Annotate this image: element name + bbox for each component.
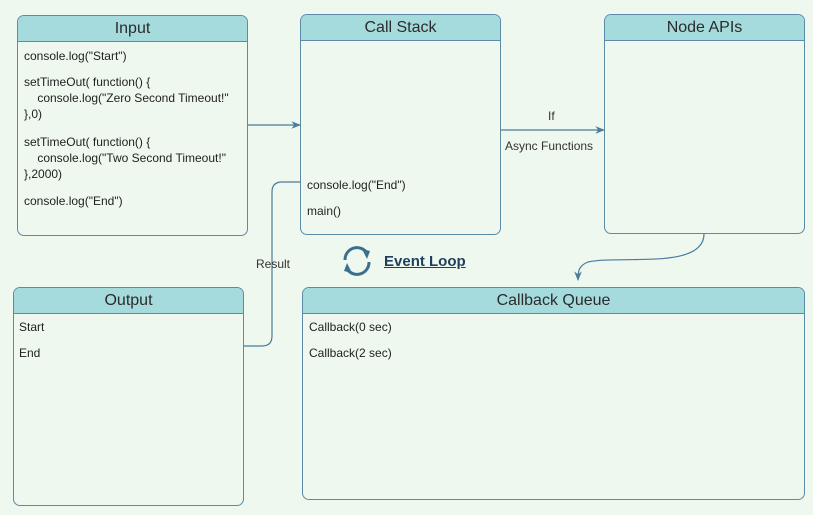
event-loop: Event Loop (338, 243, 466, 279)
output-line: End (19, 346, 41, 360)
call-stack-box: Call Stack console.log("End") main() (300, 14, 501, 235)
call-stack-title: Call Stack (301, 15, 500, 41)
if-label: If (548, 109, 555, 123)
input-line: console.log("Zero Second Timeout!" (24, 91, 229, 105)
call-stack-frame: console.log("End") (307, 178, 406, 192)
event-loop-label: Event Loop (384, 252, 466, 270)
input-line: setTimeOut( function() { (24, 75, 151, 89)
callback-queue-item: Callback(2 sec) (309, 346, 392, 360)
input-box-title: Input (18, 16, 247, 42)
result-label: Result (256, 257, 291, 271)
output-box: Output Start End (13, 287, 244, 506)
node-apis-box: Node APIs (604, 14, 805, 234)
input-line: console.log("End") (24, 194, 123, 208)
callback-queue-box: Callback Queue Callback(0 sec) Callback(… (302, 287, 805, 500)
input-line: console.log("Two Second Timeout!" (24, 151, 226, 165)
input-line: console.log("Start") (24, 49, 127, 63)
async-functions-label: Async Functions (505, 139, 594, 153)
input-line: },0) (24, 107, 43, 121)
input-box: Input console.log("Start") setTimeOut( f… (17, 15, 248, 236)
callback-queue-item: Callback(0 sec) (309, 320, 392, 334)
call-stack-frame: main() (307, 204, 342, 218)
output-line: Start (19, 320, 45, 334)
callback-queue-title: Callback Queue (303, 288, 804, 314)
refresh-cycle-icon (343, 246, 371, 276)
input-line: },2000) (24, 167, 63, 181)
nodeapis-to-callbackqueue-arrow (574, 233, 705, 281)
node-apis-title: Node APIs (605, 15, 804, 41)
output-title: Output (14, 288, 243, 314)
callstack-to-output-arrow (229, 181, 300, 350)
input-line: setTimeOut( function() { (24, 135, 151, 149)
